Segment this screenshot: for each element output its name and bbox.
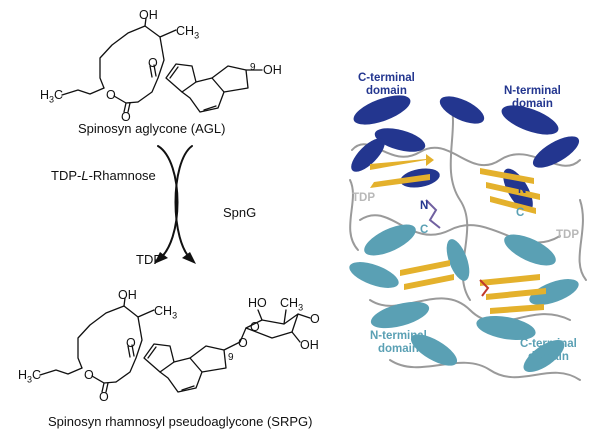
sheet-top-right — [480, 168, 540, 214]
helix-bottom-right-2 — [529, 279, 579, 305]
srpg-methyl-sub: 3 — [172, 310, 178, 321]
sugar-oh: OH — [300, 338, 319, 352]
n-terminal-top-line1: N-terminal — [504, 85, 561, 97]
n-terminal-bottom-line1: N-terminal — [370, 330, 427, 342]
helix-top-center — [439, 96, 485, 124]
helix-bottom-left-2 — [349, 262, 399, 288]
agl-caption: Spinosyn aglycone (AGL) — [78, 121, 226, 136]
srpg-caption: Spinosyn rhamnosyl pseudoaglycone (SRPG) — [48, 414, 313, 429]
helix-top-left-3 — [351, 138, 385, 172]
donor-prefix: TDP- — [51, 168, 82, 183]
helix-top-left-1 — [353, 95, 411, 125]
sheet-bottom-right — [480, 274, 546, 314]
c-terminal-bottom-line1: C-terminal — [520, 338, 577, 350]
sugar-ch3-text: CH — [280, 296, 299, 310]
helix-top-right-1 — [501, 105, 559, 135]
donor-italic: L — [81, 168, 89, 183]
srpg-h3c-sub: 3 — [27, 374, 33, 385]
agl-position-9: 9 — [250, 62, 256, 73]
donor-label: TDP-L-Rhamnose — [51, 168, 156, 183]
reaction-arrows — [154, 145, 196, 264]
tdp-ligand-right — [479, 279, 490, 297]
n-terminal-top-line2: domain — [511, 98, 553, 110]
n-terminal-bottom-line2: domain — [377, 343, 419, 355]
srpg-h3c: H3C — [18, 368, 41, 385]
helix-top-left-2 — [374, 128, 426, 152]
sugar-ch3-sub: 3 — [298, 302, 304, 313]
sugar-ch3: CH3 — [280, 296, 303, 313]
agl-carbonyl-o: O — [148, 56, 158, 70]
c-terminal-bottom-label: C-terminal domain — [520, 338, 577, 364]
agl-methyl-text: CH — [176, 24, 195, 38]
srpg-oh-top: OH — [118, 288, 137, 302]
srpg-carbonyl-o: O — [126, 336, 136, 350]
srpg-h3c-c: C — [32, 368, 42, 382]
tdp-ligand-left — [425, 199, 441, 229]
n-terminal-bottom-label: N-terminal domain — [370, 330, 427, 356]
c-terminal-top-line2: domain — [365, 85, 407, 97]
agl-h3c: H3C — [40, 88, 63, 105]
c-terminal-top-label: C-terminal domain — [358, 72, 415, 98]
srpg-ester-o2: O — [99, 390, 109, 404]
sugar-ho: HO — [248, 296, 267, 310]
sugar-ring-o: O — [250, 320, 260, 334]
helix-bottom-right-4 — [523, 339, 565, 373]
c-terminal-bottom-line2: domain — [527, 351, 569, 363]
byproduct-label: TDP — [136, 252, 162, 267]
agl-methyl-sub: 3 — [194, 30, 200, 41]
agl-h3c-h: H — [40, 88, 50, 102]
agl-ester-o1: O — [106, 88, 116, 102]
c-terminal-top-line1: C-terminal — [358, 72, 415, 84]
donor-suffix: -Rhamnose — [88, 168, 156, 183]
helix-top-right-2 — [532, 136, 580, 168]
mark-n-lower: N — [518, 184, 527, 196]
srpg-methyl: CH3 — [154, 304, 177, 321]
sugar-o-right: O — [310, 312, 320, 326]
helix-bottom-left-3 — [370, 301, 430, 329]
helix-bottom-left-1 — [364, 224, 416, 256]
helix-bottom-right-3 — [476, 315, 536, 341]
helix-bottom-center — [446, 239, 470, 281]
helix-bottom-right-1 — [504, 234, 556, 266]
srpg-methyl-text: CH — [154, 304, 173, 318]
n-terminal-top-label: N-terminal domain — [504, 85, 561, 111]
mark-c-lower: C — [516, 207, 525, 219]
sheet-bottom-left — [400, 260, 454, 290]
sugar-o-link: O — [238, 336, 248, 350]
agl-oh-top: OH — [139, 8, 158, 22]
mark-n-upper: N — [420, 200, 429, 212]
agl-ester-o2: O — [121, 110, 131, 124]
srpg-position-9: 9 — [228, 352, 234, 363]
srpg-structure — [39, 297, 311, 393]
helix-bottom-left-4 — [410, 334, 458, 366]
sheet-top-left — [370, 154, 434, 188]
agl-h3c-sub: 3 — [49, 94, 55, 105]
srpg-h3c-h: H — [18, 368, 28, 382]
tdp-right-label: TDP — [556, 229, 579, 241]
agl-h3c-c: C — [54, 88, 64, 102]
agl-structure — [61, 17, 263, 113]
mark-c-upper: C — [420, 224, 429, 236]
agl-oh-right: OH — [263, 63, 282, 77]
protein-structure — [349, 95, 587, 381]
agl-methyl: CH3 — [176, 24, 199, 41]
tdp-left-label: TDP — [352, 192, 375, 204]
enzyme-label: SpnG — [223, 205, 257, 220]
srpg-ester-o1: O — [84, 368, 94, 382]
